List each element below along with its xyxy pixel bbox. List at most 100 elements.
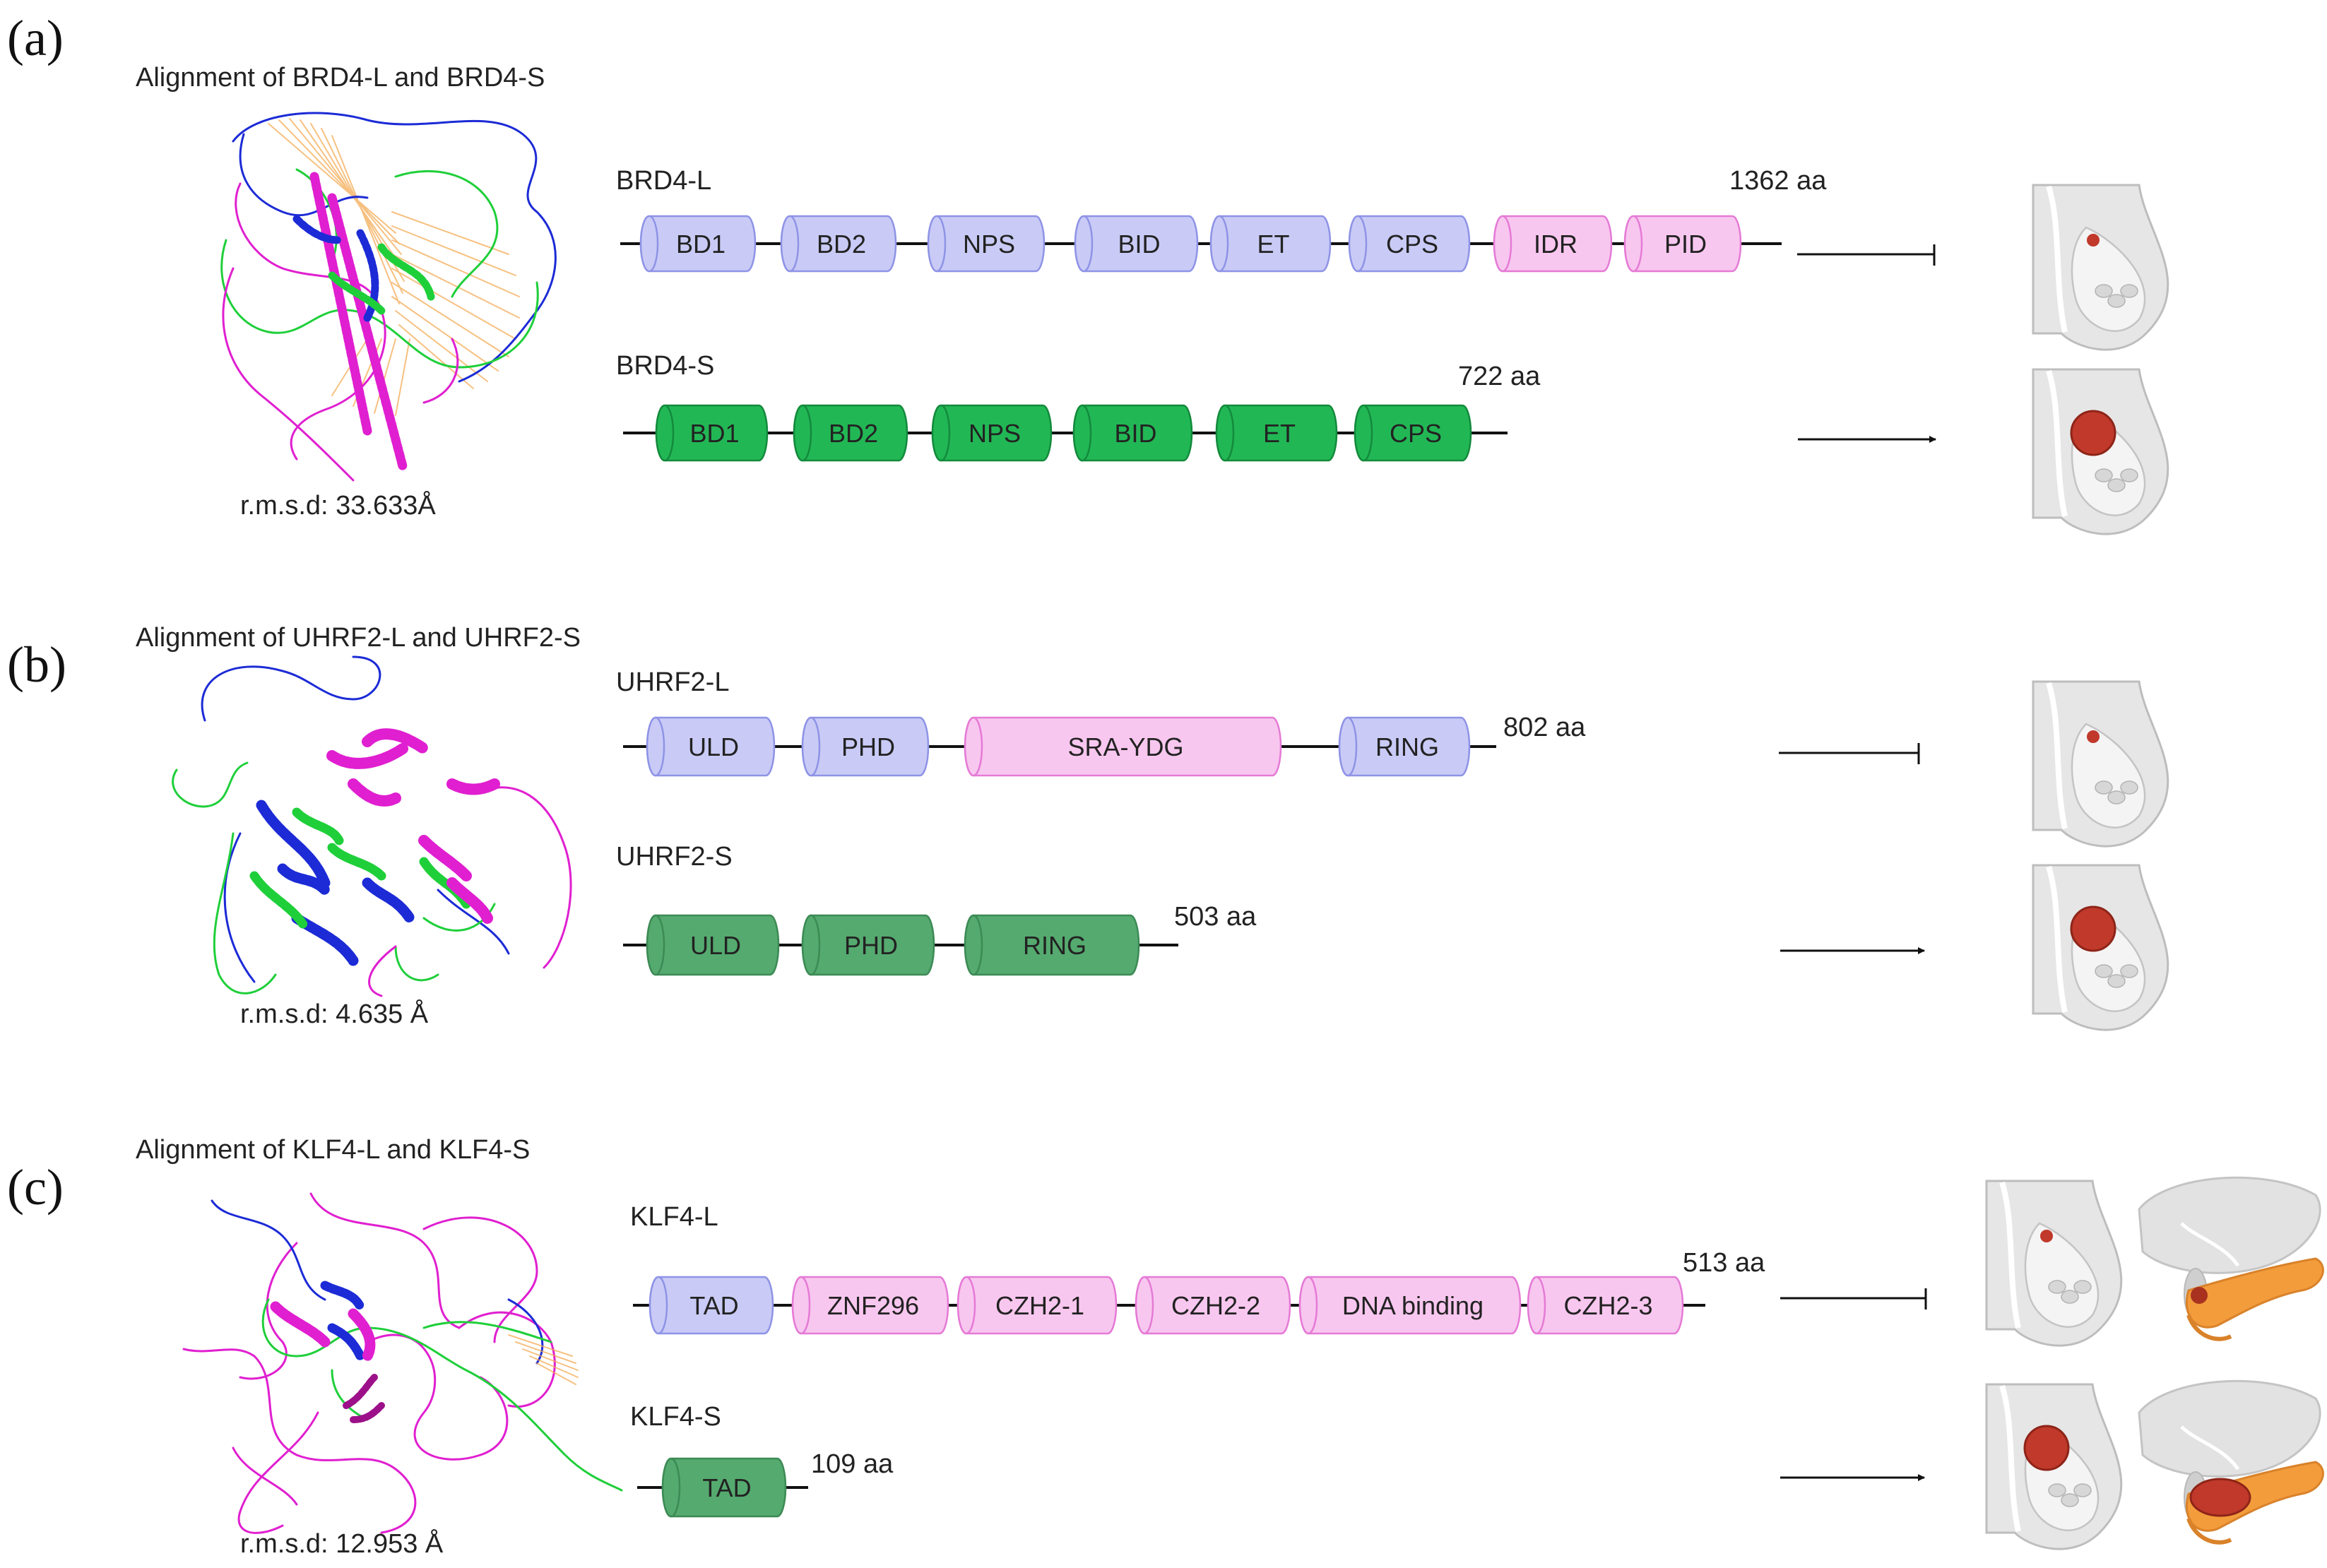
domain-cps: CPS (1354, 404, 1472, 462)
domain-ring: RING (1338, 716, 1471, 777)
domain-label: CPS (1386, 230, 1438, 259)
domain-label: PHD (844, 931, 898, 960)
domain-label: BD1 (689, 419, 739, 448)
domain-sra-ydg: SRA-YDG (964, 716, 1282, 777)
liver-pancreas-normal-icon-c (2138, 1176, 2324, 1341)
domain-label: ET (1263, 419, 1296, 448)
domain-label: ULD (690, 931, 741, 960)
rmsd-a: r.m.s.d: 33.633Å (240, 489, 436, 521)
short-isoform-track-a: BD1 BD2 NPS BID ET CPS (623, 404, 1508, 462)
domain-label: BD2 (829, 419, 878, 448)
domain-czh2-2: CZH2-2 (1135, 1276, 1291, 1335)
domain-label: DNA binding (1342, 1291, 1484, 1320)
tumor-small (2040, 1230, 2053, 1242)
long-isoform-length-c: 513 aa (1683, 1248, 1765, 1278)
domain-bd2: BD2 (780, 215, 897, 273)
tumor-mass (2189, 1478, 2251, 1517)
pancreas-shape (2185, 1257, 2324, 1329)
domain-label: ET (1257, 230, 1289, 259)
long-isoform-track-a: BD1 BD2 NPS BID ET CPS IDR PID (620, 215, 1782, 273)
alignment-title-b: Alignment of UHRF2-L and UHRF2-S (136, 623, 581, 653)
domain-label: PHD (841, 732, 895, 761)
short-isoform-length-b: 503 aa (1174, 902, 1257, 932)
domain-label: NPS (969, 419, 1021, 448)
domain-label: BD2 (817, 230, 866, 259)
domain-nps: NPS (927, 215, 1046, 273)
domain-label: CPS (1390, 419, 1442, 448)
liver-pancreas-tumor-icon-c (2138, 1379, 2324, 1545)
domain-label: CZH2-3 (1563, 1291, 1652, 1320)
structure-overlay-b (172, 655, 572, 997)
long-isoform-length-b: 802 aa (1503, 713, 1586, 742)
breast-tumor-icon-c (1985, 1383, 2123, 1550)
domain-czh2-3: CZH2-3 (1527, 1276, 1684, 1335)
alignment-title-c: Alignment of KLF4-L and KLF4-S (136, 1135, 530, 1165)
domain-label: ZNF296 (827, 1291, 919, 1320)
domain-et: ET (1209, 215, 1332, 273)
domain-bid: BID (1072, 404, 1193, 462)
domain-label: RING (1375, 732, 1439, 761)
long-isoform-track-c: TAD ZNF296 CZH2-1 CZH2-2 DNA binding CZH2-3 (633, 1276, 1705, 1335)
rmsd-c: r.m.s.d: 12.953 Å (240, 1528, 444, 1559)
long-isoform-length-a: 1362 aa (1729, 166, 1827, 196)
short-isoform-name-c: KLF4-S (630, 1402, 721, 1432)
domain-label: CZH2-1 (995, 1291, 1084, 1320)
breast-normal-icon-b (2032, 680, 2169, 848)
domain-uld: ULD (646, 716, 776, 777)
domain-label: BID (1114, 419, 1156, 448)
breast-tumor-icon-a (2032, 368, 2169, 535)
structure-overlay-a (220, 112, 557, 482)
long-isoform-name-c: KLF4-L (630, 1202, 718, 1232)
domain-bd1: BD1 (655, 404, 769, 462)
domain-phd: PHD (801, 716, 930, 777)
panel-label-c: (c) (7, 1159, 64, 1216)
domain-label: IDR (1534, 230, 1577, 259)
domain-phd: PHD (801, 914, 935, 976)
domain-label: SRA-YDG (1067, 732, 1183, 761)
tumor-small (2087, 730, 2100, 743)
panel-a: (a) Alignment of BRD4-L and BRD4-S (7, 10, 2169, 535)
breast-normal-icon-c (1985, 1180, 2123, 1347)
breast-tumor-icon-b (2032, 864, 2169, 1031)
liver-shape (2138, 1176, 2321, 1274)
domain-bid: BID (1074, 215, 1199, 273)
domain-dna-binding: DNA binding (1298, 1276, 1522, 1335)
domain-et: ET (1215, 404, 1338, 462)
tumor-mass (2070, 410, 2116, 456)
short-isoform-track-c: TAD (637, 1457, 808, 1518)
long-isoform-track-b: ULD PHD SRA-YDG RING (623, 716, 1496, 777)
panel-label-b: (b) (7, 636, 66, 693)
panel-c: (c) Alignment of KLF4-L and KLF4-S (7, 1135, 2324, 1559)
panel-label-a: (a) (7, 10, 64, 66)
short-isoform-track-b: ULD PHD RING (623, 914, 1178, 976)
tumor-mass (2070, 905, 2116, 952)
domain-label: TAD (689, 1291, 738, 1320)
domain-label: BID (1118, 230, 1160, 259)
domain-cps: CPS (1348, 215, 1471, 273)
domain-label: ULD (688, 732, 739, 761)
panel-b: (b) Alignment of UHRF2-L and UHRF2-S (7, 623, 2169, 1031)
short-isoform-length-c: 109 aa (811, 1449, 894, 1479)
domain-znf296: ZNF296 (791, 1276, 949, 1335)
long-isoform-name-a: BRD4-L (616, 166, 711, 196)
domain-bd2: BD2 (793, 404, 908, 462)
short-isoform-length-a: 722 aa (1458, 362, 1541, 391)
tumor-mass (2023, 1425, 2070, 1471)
domain-label: RING (1023, 931, 1086, 960)
domain-tad: TAD (661, 1457, 787, 1518)
domain-tad: TAD (649, 1276, 774, 1335)
domain-bd1: BD1 (639, 215, 757, 273)
domain-pid: PID (1623, 215, 1742, 273)
breast-normal-icon-a (2032, 184, 2169, 351)
domain-label: NPS (963, 230, 1015, 259)
domain-nps: NPS (931, 404, 1053, 462)
structure-overlay-c (182, 1192, 623, 1534)
short-isoform-name-b: UHRF2-S (616, 842, 733, 872)
domain-czh2-1: CZH2-1 (957, 1276, 1118, 1335)
short-isoform-name-a: BRD4-S (616, 351, 714, 381)
domain-uld: ULD (646, 914, 780, 976)
domain-label: PID (1664, 230, 1707, 259)
tumor-small (2087, 234, 2100, 247)
domain-idr: IDR (1493, 215, 1613, 273)
